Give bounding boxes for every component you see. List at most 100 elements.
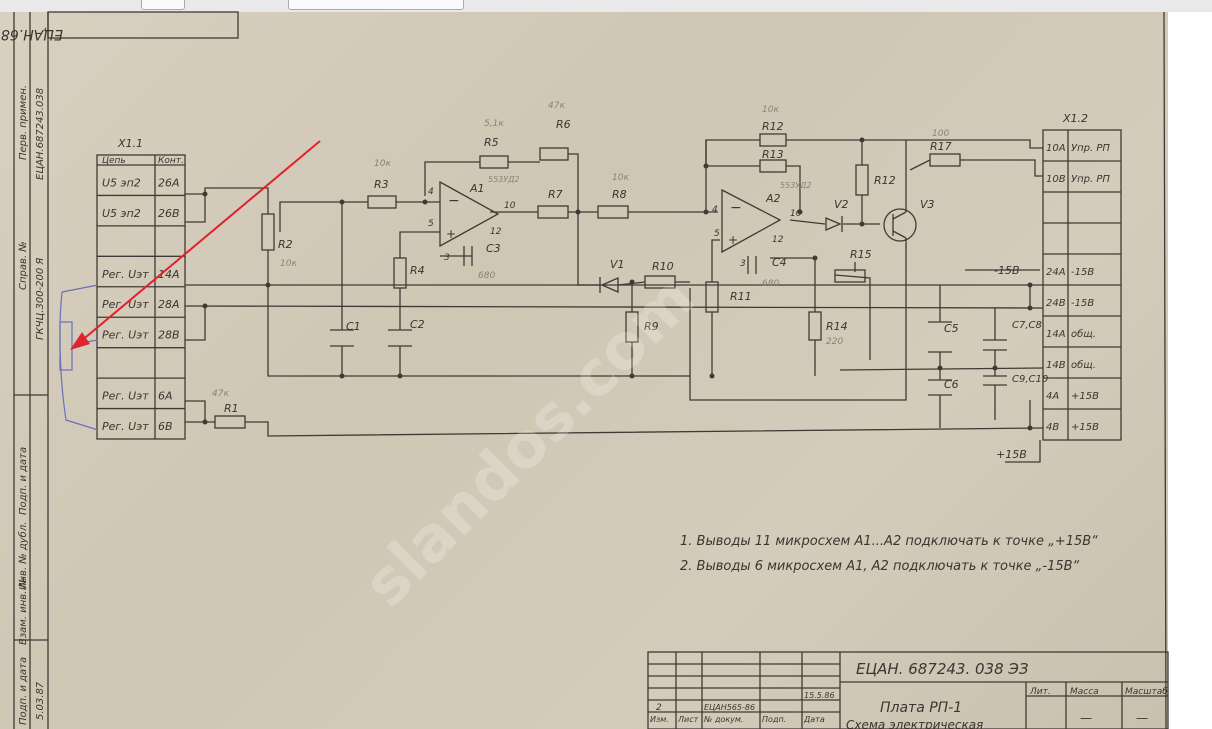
title-list: Лист <box>677 715 699 724</box>
x11-chain: U5 эп2 <box>102 176 141 189</box>
label-r14-value: 220 <box>826 337 843 347</box>
label-c5: С5 <box>944 322 959 335</box>
pen-annotation <box>59 284 99 431</box>
a1-pin3: 3 <box>444 253 450 263</box>
resistor-r13 <box>759 159 787 173</box>
schematic-paper <box>0 12 1168 729</box>
label-r5-value: 5,1к <box>484 119 504 129</box>
label-r6-value: 47к <box>548 101 565 111</box>
resistor-r9 <box>625 311 639 343</box>
junction-dots <box>202 137 1033 431</box>
resistor-r1 <box>214 415 246 429</box>
diode-v1 <box>600 277 619 293</box>
resistor-r17 <box>929 153 961 167</box>
label-r13: R13 <box>762 148 784 161</box>
a2-pin5: 5 <box>714 229 720 239</box>
resistor-r6 <box>539 147 569 161</box>
label-r14: R14 <box>826 320 848 333</box>
x11-contact: 6А <box>158 390 173 403</box>
resistor-r2 <box>261 213 275 251</box>
capacitors <box>330 246 1007 396</box>
a1-pin5: 5 <box>428 219 434 229</box>
title-massa: Масса <box>1070 687 1099 697</box>
label-c2: С2 <box>410 318 425 331</box>
note-2: 2. Выводы 6 микросхем А1, А2 подключать … <box>680 559 1080 574</box>
page-margin <box>1168 12 1212 729</box>
x11-chain: Рег. Uэт <box>102 329 149 342</box>
title-designation: ЕЦАН. 687243. 038 ЭЗ <box>856 660 1029 678</box>
a1-minus: − <box>448 193 460 209</box>
x12-contact: 24В <box>1046 298 1066 309</box>
x11-chain: U5 эп2 <box>102 207 141 220</box>
label-r11: R11 <box>730 290 752 303</box>
label-r3-value: 10к <box>374 159 391 169</box>
resistor-r15 <box>834 269 866 283</box>
component-labels: R1 47к R2 10к R3 10к R4 R5 5,1к R6 47к R… <box>212 101 1048 461</box>
diode-v2 <box>825 217 842 231</box>
label-r9: R9 <box>644 320 659 333</box>
x11-contact: 26А <box>158 176 180 189</box>
x12-chain: +15В <box>1071 391 1099 402</box>
label-r6: R6 <box>556 118 571 131</box>
stamp-box <box>47 11 239 39</box>
x11-table <box>96 154 186 440</box>
label-c7c8: С7,С8 <box>1012 320 1042 331</box>
x11-contact: 6В <box>158 420 173 433</box>
title-subname: Схема электрическая <box>846 718 983 729</box>
label-c3: С3 <box>486 242 501 255</box>
label-r17: R17 <box>930 140 952 153</box>
title-dash-1: — <box>1080 711 1092 725</box>
label-a2-type: 553УД2 <box>780 181 811 190</box>
resistor-r5 <box>479 155 509 169</box>
label-r8: R8 <box>612 188 627 201</box>
label-c9c10: С9,С10 <box>1012 374 1048 385</box>
title-row-izm: 2 <box>656 703 662 713</box>
x11-contact: 28А <box>158 298 180 311</box>
label-r2: R2 <box>278 238 293 251</box>
a2-plus: + <box>728 233 738 247</box>
a1-pin10: 10 <box>504 201 516 211</box>
label-c4: С4 <box>772 256 787 269</box>
x12-contact: 24А <box>1046 267 1066 278</box>
label-r5: R5 <box>484 136 499 149</box>
a1-pin12: 12 <box>490 227 502 237</box>
label-c4-value: 680 <box>762 279 779 289</box>
resistor-r12b <box>855 164 869 196</box>
sidebar-date: 5.03.87 <box>35 681 46 720</box>
label-r10: R10 <box>652 260 674 273</box>
x11-col-chain: Цепь <box>102 156 126 166</box>
sidebar-perv-primen-value: ЕЦАН.687243.038 <box>35 88 46 180</box>
resistor-r14 <box>808 311 822 341</box>
title-row-doc: ЕЦАН565-86 <box>704 703 755 712</box>
a2-pin12: 12 <box>772 235 784 245</box>
label-c6: С6 <box>944 378 959 391</box>
label-c1: С1 <box>346 320 361 333</box>
title-data: Дата <box>803 715 825 724</box>
rail-minus15: -15В <box>994 264 1020 277</box>
frame-line-right <box>1163 11 1167 729</box>
sidebar-podp-data: Подп. и дата <box>18 447 29 515</box>
label-a1-type: 553УД2 <box>488 175 519 184</box>
title-podp: Подп. <box>762 715 786 724</box>
title-lit: Лит. <box>1029 687 1051 697</box>
x12-contact: 4А <box>1046 391 1059 402</box>
title-block: ЕЦАН. 687243. 038 ЭЗ Плата РП-1 Схема эл… <box>647 651 1169 729</box>
label-r8-value: 10к <box>612 173 629 183</box>
x12-contact: 14В <box>1046 360 1066 371</box>
sidebar-inv-dubl: Инв. № дубл. <box>17 522 29 590</box>
title-masshtab: Масштаб <box>1125 687 1168 697</box>
stamp-number: ЕЦАН.687243.038 ЭЗ <box>0 26 63 42</box>
a2-pin10: 10 <box>790 209 802 219</box>
toolbar-field[interactable] <box>288 0 464 10</box>
opamp-a2 <box>721 188 782 254</box>
x12-chain: Упр. РП <box>1071 143 1110 154</box>
toolbar-button[interactable] <box>141 0 185 10</box>
x11-chain: Рег. Uэт <box>102 420 149 433</box>
label-r17-value: 100 <box>932 129 949 139</box>
transistor-v3 <box>883 208 917 242</box>
label-v3: V3 <box>920 198 935 211</box>
resistor-r11 <box>705 281 719 313</box>
title-doc-no: № докум. <box>703 715 743 724</box>
sidebar-podp-data-2: Подп. и дата <box>18 657 29 725</box>
